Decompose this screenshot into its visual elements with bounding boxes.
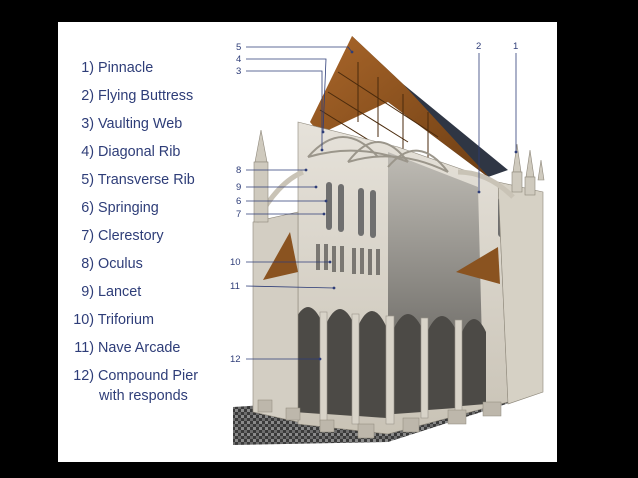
legend-number: 1) xyxy=(81,60,94,76)
vault-ribs xyxy=(307,136,449,173)
legend-label: Triforium xyxy=(97,312,154,328)
legend-number: 9) xyxy=(81,284,94,300)
callout-leaders xyxy=(245,46,517,360)
legend-label: Nave Arcade xyxy=(98,340,181,356)
callout-3: 3 xyxy=(236,66,241,77)
callout-10: 10 xyxy=(230,257,241,268)
legend-number: 3) xyxy=(81,116,94,132)
legend-label: Transverse Rib xyxy=(97,172,195,188)
legend-list: 1) Pinnacle 2) Flying Buttress 3) Vaulti… xyxy=(58,57,238,404)
cathedral-cutaway-illustration: 5 4 3 2 1 8 9 6 7 10 11 12 xyxy=(230,36,545,445)
callout-1: 1 xyxy=(513,41,518,52)
legend-label: Diagonal Rib xyxy=(98,144,181,160)
legend-item: 11) Nave Arcade xyxy=(58,337,238,365)
legend-item: 3) Vaulting Web xyxy=(58,113,238,141)
legend-item: 1) Pinnacle xyxy=(58,57,238,85)
legend-item: 6) Springing xyxy=(58,197,238,225)
legend-label: Vaulting Web xyxy=(98,116,183,132)
legend-number: 7) xyxy=(81,228,94,244)
callout-4: 4 xyxy=(236,54,241,65)
callout-2: 2 xyxy=(476,41,481,52)
legend-number: 6) xyxy=(81,200,94,216)
right-flying-buttress xyxy=(457,169,515,199)
legend-number: 12) xyxy=(73,368,94,384)
legend-number: 11) xyxy=(74,340,94,356)
callout-6: 6 xyxy=(236,196,241,207)
legend-item: 8) Oculus xyxy=(58,253,238,281)
legend-label: Lancet xyxy=(98,284,142,300)
legend-item: 10) Triforium xyxy=(58,309,238,337)
legend-label: Pinnacle xyxy=(98,60,154,76)
legend-label-continuation: with responds xyxy=(99,388,188,404)
legend-label: Oculus xyxy=(98,256,143,272)
legend-item: 7) Clerestory xyxy=(58,225,238,253)
callout-dots xyxy=(304,50,518,361)
callout-8: 8 xyxy=(236,165,241,176)
legend-label: Clerestory xyxy=(98,228,164,244)
legend-number: 4) xyxy=(81,144,94,160)
legend-number: 10) xyxy=(73,312,94,328)
right-aisle-roof xyxy=(456,247,500,284)
legend-item: 2) Flying Buttress xyxy=(58,85,238,113)
slide-panel: 5 4 3 2 1 8 9 6 7 10 11 12 1) Pinnacle 2… xyxy=(58,22,557,462)
callout-5: 5 xyxy=(236,42,241,53)
legend-number: 8) xyxy=(81,256,94,272)
legend-item: 4) Diagonal Rib xyxy=(58,141,238,169)
callout-7: 7 xyxy=(236,209,241,220)
compound-piers xyxy=(319,311,463,425)
pinnacles xyxy=(253,129,545,223)
legend-item: 5) Transverse Rib xyxy=(58,169,238,197)
pier-bases xyxy=(257,399,502,439)
legend-number: 2) xyxy=(81,88,94,104)
legend-item: 12) Compound Pier with responds xyxy=(58,365,238,404)
legend-number: 5) xyxy=(81,172,94,188)
legend-label: Flying Buttress xyxy=(98,88,194,104)
roof-slate xyxy=(352,36,508,177)
left-aisle-roof xyxy=(263,232,298,280)
legend-item: 9) Lancet xyxy=(58,281,238,309)
legend-label: Compound Pier xyxy=(98,368,198,384)
nave-arcade-arches xyxy=(294,307,486,418)
triforium-arcade xyxy=(316,244,380,275)
callout-11: 11 xyxy=(230,281,240,292)
callout-9: 9 xyxy=(236,182,241,193)
roof-timber xyxy=(310,36,498,187)
callout-12: 12 xyxy=(230,354,241,365)
legend-label: Springing xyxy=(98,200,159,216)
